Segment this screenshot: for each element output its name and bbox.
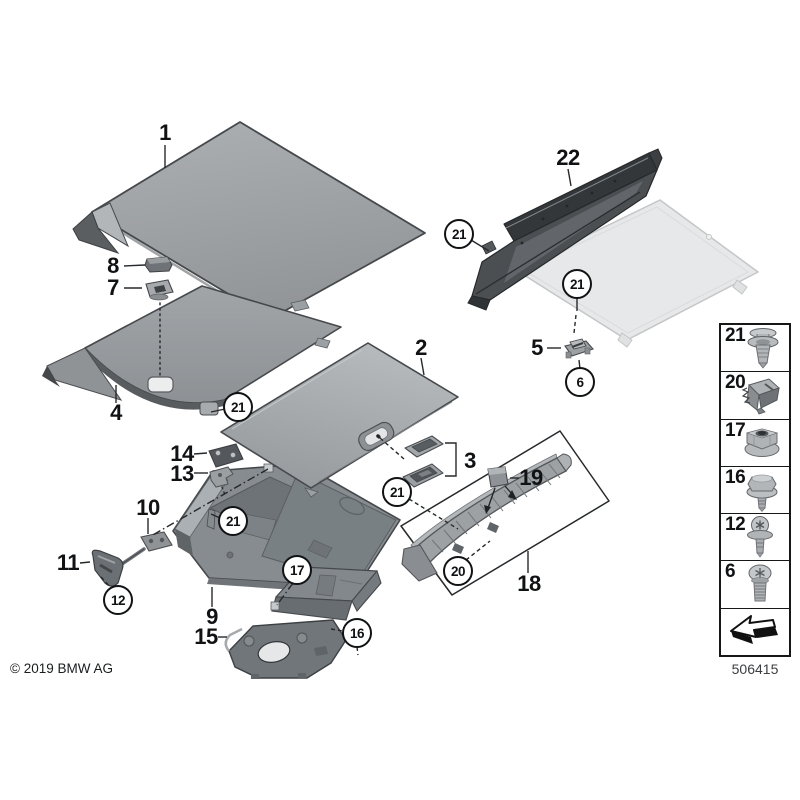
callout-14[interactable]: 14 [170,441,194,466]
callout-1[interactable]: 1 [159,120,171,145]
callout-circled-20[interactable]: 20 [443,556,473,586]
insulation-panel [270,566,382,632]
callout-4[interactable]: 4 [110,400,122,425]
callout-circled-21-c[interactable]: 21 [223,392,253,422]
tray-3-upper [404,435,444,458]
legend-item-12[interactable]: 12 [721,514,789,562]
bracket-14 [208,443,244,468]
callout-15[interactable]: 15 [194,624,218,649]
legend-item-17[interactable]: 17 [721,420,789,467]
callout-circled-17[interactable]: 17 [282,555,312,585]
pad-19 [484,466,517,514]
callout-circled-16[interactable]: 16 [342,618,372,648]
sill-strip-18 [401,453,572,582]
torx-washer-screw-icon [747,516,773,558]
callout-circled-21-b[interactable]: 21 [562,269,592,299]
legend-item-16[interactable]: 16 [721,466,789,515]
legend-number-20: 20 [725,372,746,394]
callout-11[interactable]: 11 [56,550,80,575]
callout-22[interactable]: 22 [556,145,580,170]
legend-item-6[interactable]: 6 [721,561,789,609]
bracket-10 [120,531,173,566]
legend-item-arrow[interactable] [721,609,789,655]
legend-number-6: 6 [725,561,736,583]
callout-circled-12[interactable]: 12 [103,585,133,615]
legend-number-16: 16 [725,466,746,488]
floor-panel-4 [42,285,342,416]
tray-3-lower [402,463,444,488]
grommet-7 [145,279,174,301]
washer-screw-icon [746,474,778,512]
callout-3[interactable]: 3 [464,448,476,473]
lower-panel-15 [224,619,347,679]
clamp-clip-icon [741,378,780,415]
flange-nut-icon [744,428,780,457]
legend-item-20[interactable]: 20 [721,372,789,420]
page-forward-arrow-icon [730,614,778,644]
floor-cover-panel-1 [72,121,426,324]
callout-5[interactable]: 5 [531,335,543,360]
legend-number-12: 12 [725,514,746,536]
callout-circled-21-d[interactable]: 21 [218,506,248,536]
pan-head-screw-icon [748,564,772,602]
callout-13[interactable]: 13 [170,461,194,486]
group-box-18 [400,430,610,596]
bracket-5 [564,338,594,359]
floor-panel-2 [220,342,459,498]
diagram-number: 506415 [731,661,779,677]
callout-circled-21-a[interactable]: 21 [444,219,474,249]
partition-panel-22 [467,148,663,311]
callout-circled-21-e[interactable]: 21 [382,477,412,507]
callout-10[interactable]: 10 [136,495,160,520]
leader-lines [79,145,581,656]
legend-number-21: 21 [725,325,746,346]
hook-11 [91,549,124,587]
callout-circled-6[interactable]: 6 [565,367,595,397]
copyright-notice: © 2019 BMW AG [10,661,113,676]
legend-number-17: 17 [725,419,746,441]
callout-9[interactable]: 9 [206,604,218,629]
callout-8[interactable]: 8 [107,253,119,278]
callout-2[interactable]: 2 [415,335,427,360]
expanding-rivet-icon [747,328,779,369]
fastener-legend: 21 20 17 [719,323,791,657]
legend-item-21[interactable]: 21 [721,325,789,373]
clip-8 [144,256,173,273]
callout-7[interactable]: 7 [107,275,119,300]
bracket-13 [209,466,234,488]
callout-19[interactable]: 19 [519,465,543,490]
callout-18[interactable]: 18 [517,571,541,596]
